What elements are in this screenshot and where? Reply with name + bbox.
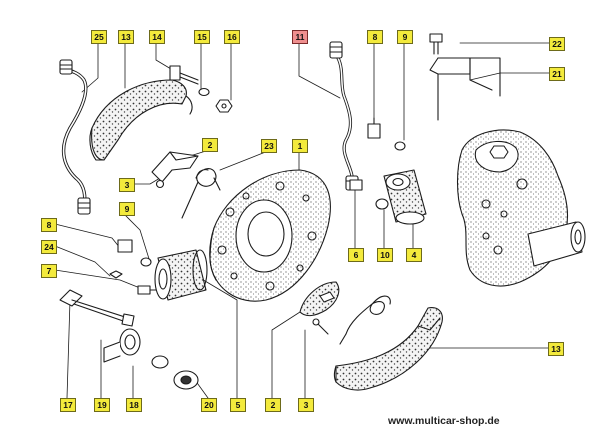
- callout-11: 11: [292, 30, 308, 44]
- callout-25: 25: [91, 30, 107, 44]
- retainer-2-lower: [299, 281, 340, 317]
- callout-14: 14: [149, 30, 165, 44]
- ring-10: [375, 198, 389, 210]
- axle-knuckle: [457, 129, 586, 287]
- callout-10: 10: [377, 248, 393, 262]
- callout-8-mid: 8: [41, 218, 57, 232]
- callout-16: 16: [224, 30, 240, 44]
- callout-22: 22: [549, 37, 565, 51]
- screw-3-lower: [312, 318, 329, 335]
- callout-19: 19: [94, 398, 110, 412]
- callout-4: 4: [406, 248, 422, 262]
- callout-7: 7: [41, 264, 57, 278]
- callout-9-mid: 9: [119, 202, 135, 216]
- callout-13: 13: [118, 30, 134, 44]
- mount-bolt-22: [429, 33, 443, 55]
- screw-3-upper: [155, 179, 165, 189]
- ring-9-mid: [140, 257, 152, 267]
- callout-2: 2: [202, 138, 218, 152]
- callout-8: 8: [367, 30, 383, 44]
- wheel-cylinder-right: [383, 169, 427, 225]
- leader-lines: [54, 41, 550, 399]
- callout-18: 18: [126, 398, 142, 412]
- callout-3-lower: 3: [298, 398, 314, 412]
- retainer-2-upper: [151, 151, 199, 183]
- piston-19: [103, 328, 141, 363]
- brake-shoe-lower: [333, 307, 443, 391]
- brake-hose-right: [329, 41, 359, 191]
- bleeder-7: [137, 285, 157, 295]
- callout-20: 20: [201, 398, 217, 412]
- adjuster-17: [59, 289, 135, 327]
- brake-shoe-upper: [89, 79, 193, 161]
- callout-6: 6: [348, 248, 364, 262]
- washer-15: [198, 87, 210, 97]
- backing-plate: [209, 169, 331, 302]
- callout-21: 21: [549, 67, 565, 81]
- bleed-screw-8-mid: [117, 239, 133, 253]
- callout-24: 24: [41, 240, 57, 254]
- cap-20: [173, 370, 199, 390]
- callout-9: 9: [397, 30, 413, 44]
- ring-18: [151, 355, 169, 369]
- callout-17: 17: [60, 398, 76, 412]
- bleeder-6: [349, 179, 363, 191]
- callout-5: 5: [230, 398, 246, 412]
- nut-16: [215, 99, 233, 113]
- callout-15: 15: [194, 30, 210, 44]
- brake-hose-left: [59, 59, 91, 215]
- footer-url[interactable]: www.multicar-shop.de: [388, 415, 500, 427]
- bracket-21: [429, 57, 501, 121]
- callout-3: 3: [119, 178, 135, 192]
- callout-13-lower: 13: [548, 342, 564, 356]
- bleed-screw-8-top: [367, 117, 381, 139]
- callout-1: 1: [292, 139, 308, 153]
- ring-9-top: [394, 141, 406, 151]
- fitting-24: [109, 270, 123, 279]
- callout-23: 23: [261, 139, 277, 153]
- adjuster-bolt: [169, 65, 199, 85]
- return-spring-lower: [339, 295, 391, 345]
- return-spring-23: [181, 168, 221, 219]
- callout-2-lower: 2: [265, 398, 281, 412]
- wheel-cylinder-left: [154, 249, 208, 301]
